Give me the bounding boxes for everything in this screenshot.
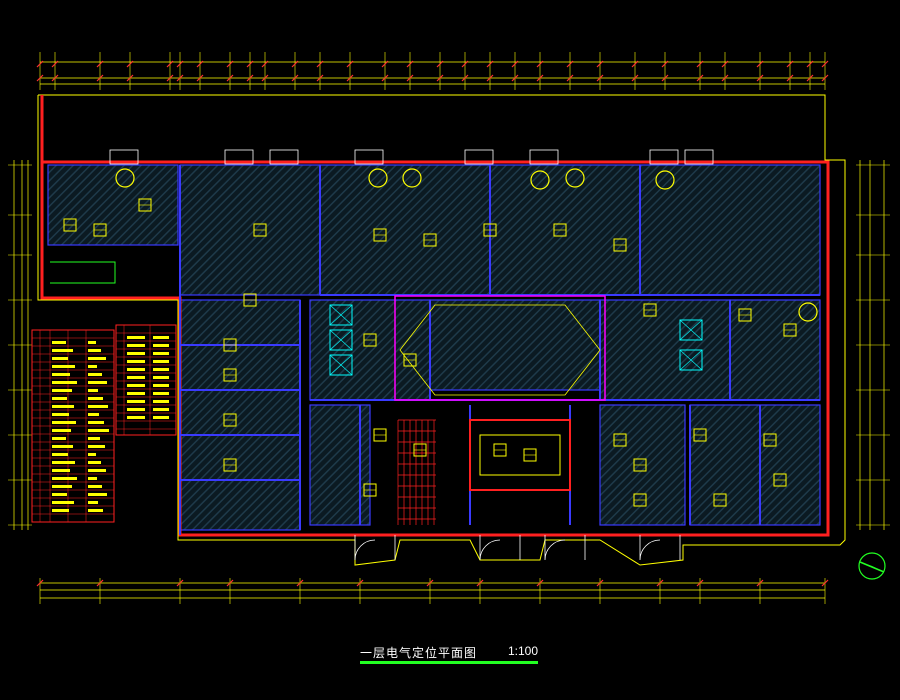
title-underline [360, 661, 538, 664]
drawing-title-block: 一层电气定位平面图 1:100 [360, 644, 540, 664]
room [179, 299, 301, 531]
building-outline [37, 94, 846, 566]
drawing-scale: 1:100 [508, 644, 539, 658]
room [599, 299, 731, 401]
room [47, 164, 179, 246]
room [179, 164, 321, 296]
room [319, 164, 491, 296]
room [429, 299, 601, 391]
dimension-lines [8, 52, 890, 604]
elevators [329, 304, 703, 376]
room [689, 404, 821, 526]
central-core [394, 295, 606, 491]
marker-outline [50, 261, 116, 284]
stair-grid [397, 419, 436, 525]
room [639, 164, 821, 296]
room [309, 299, 431, 401]
legend-table [31, 324, 177, 523]
doors [109, 149, 714, 561]
drawing-title: 一层电气定位平面图 [360, 646, 478, 660]
north-arrow-icon [858, 552, 886, 580]
electrical-fixtures [63, 168, 818, 507]
room [729, 299, 821, 401]
